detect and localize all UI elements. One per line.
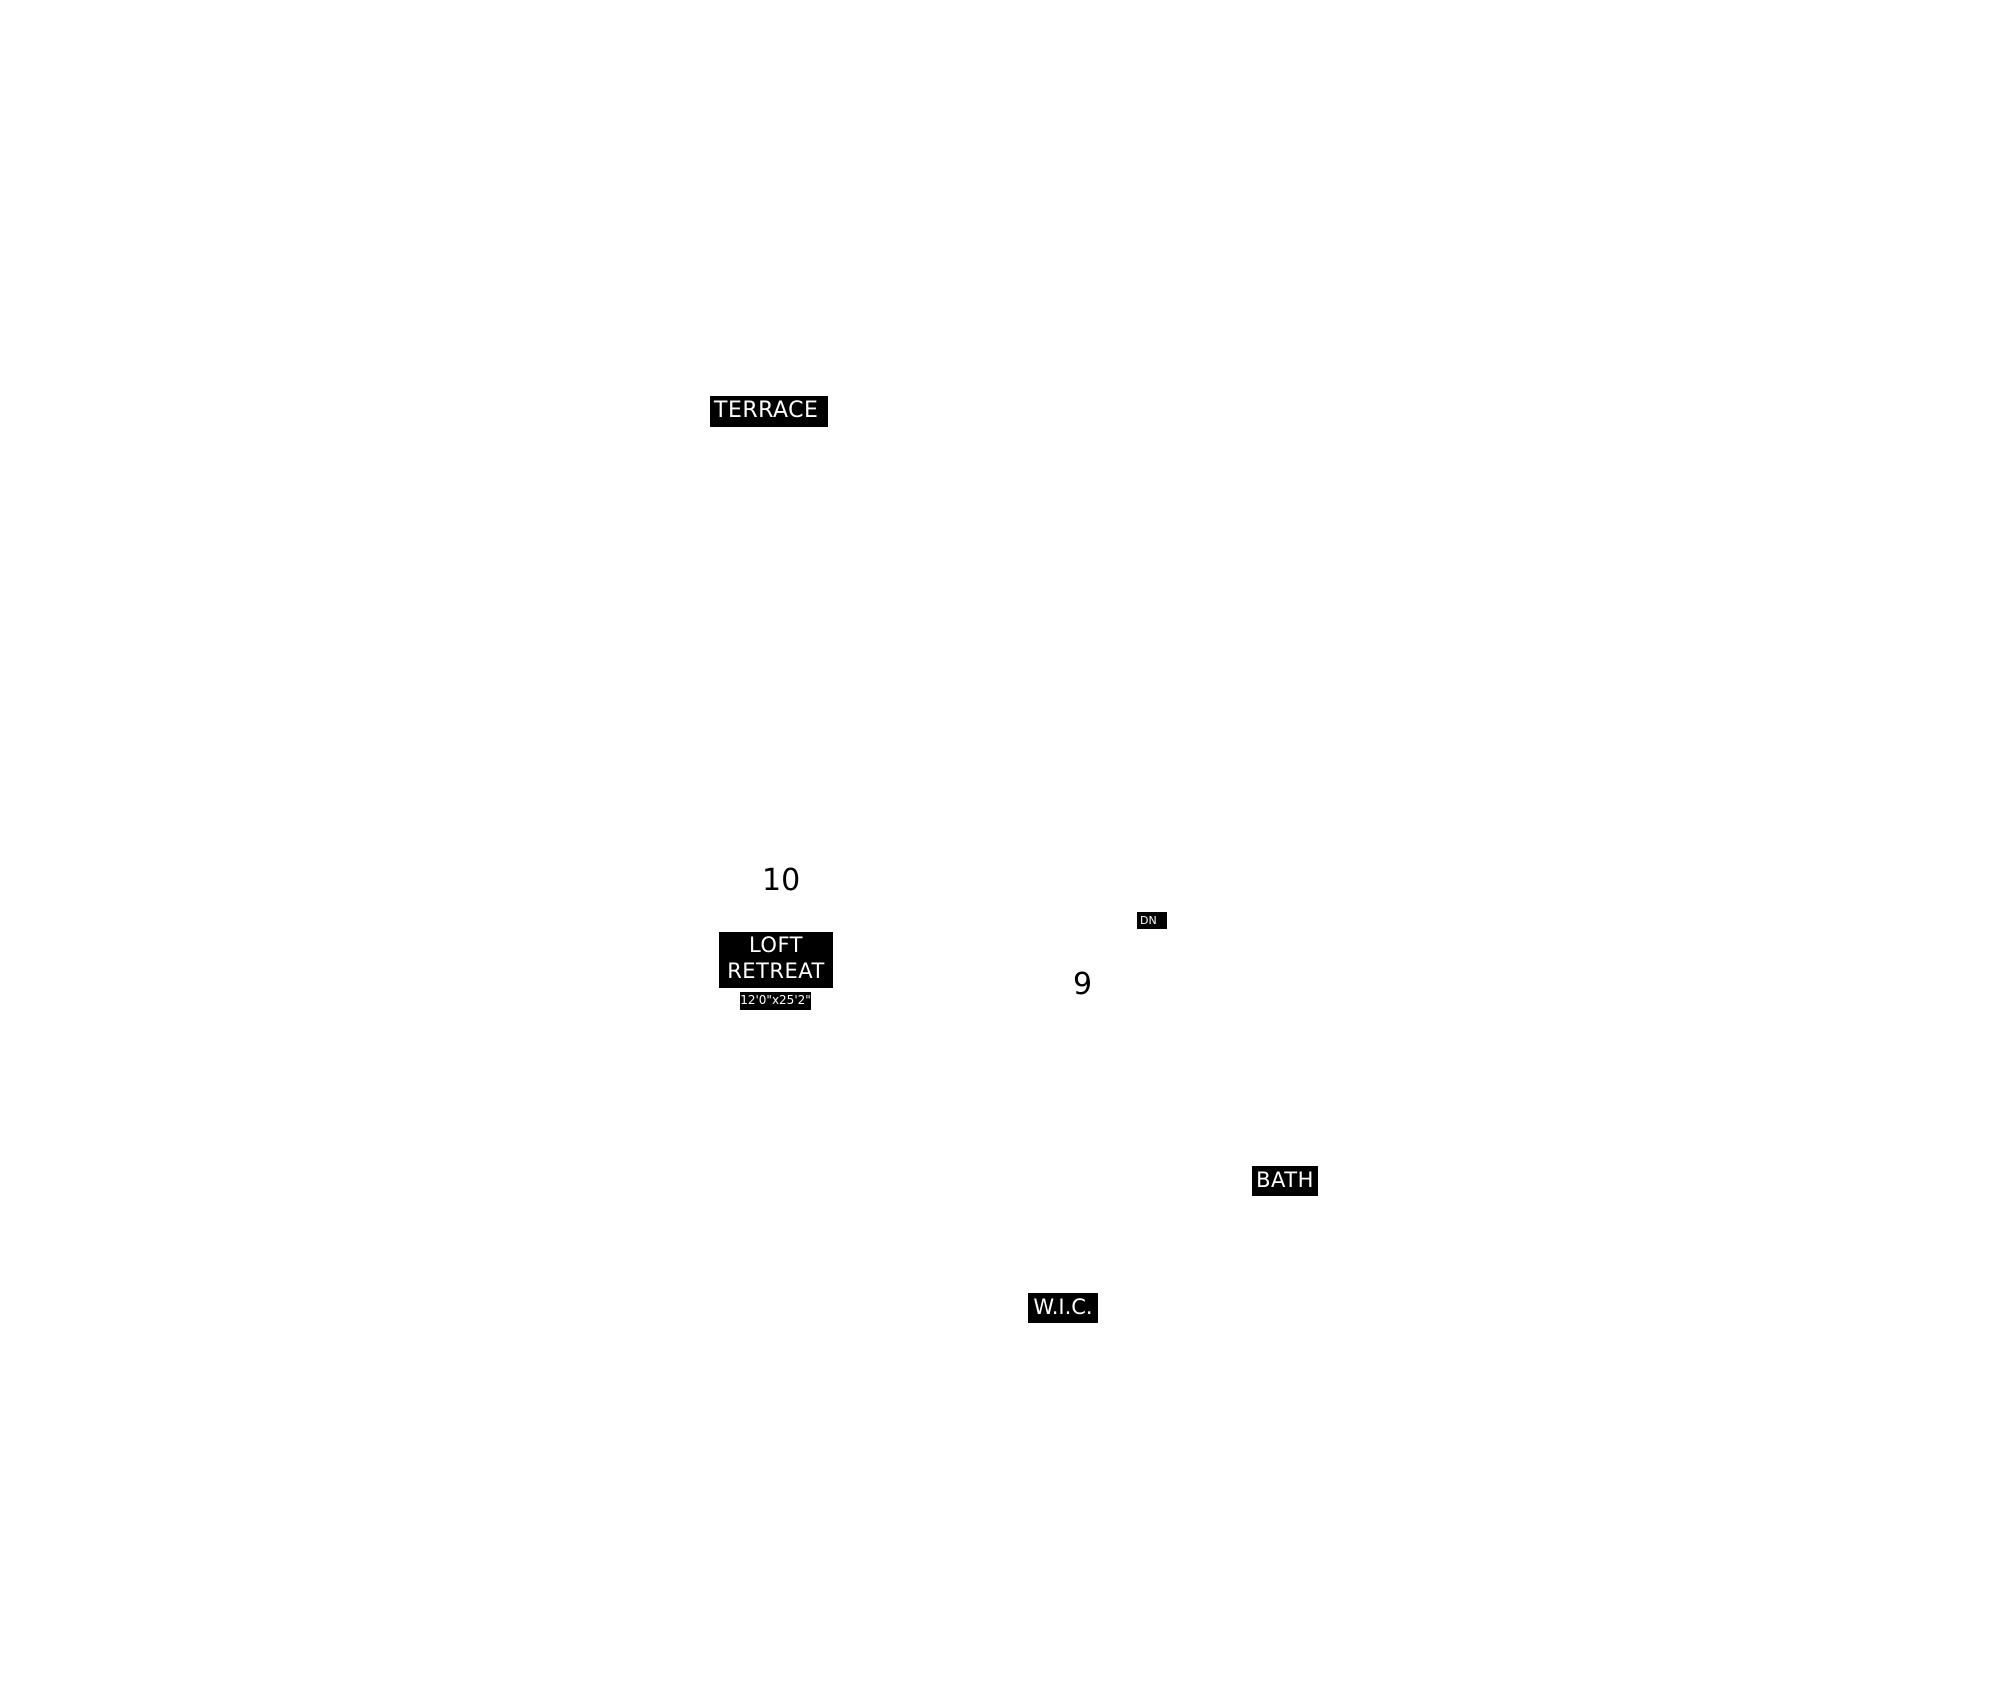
terrace-room-label: TERRACE xyxy=(710,396,828,427)
loft-retreat-dimensions: 12'0"x25'2" xyxy=(740,992,811,1010)
wic-room-label: W.I.C. xyxy=(1028,1293,1098,1323)
loft-retreat-room-label: LOFT RETREAT xyxy=(719,932,833,988)
bath-room-name: BATH xyxy=(1256,1168,1314,1192)
bath-room-label: BATH xyxy=(1252,1166,1318,1196)
room-number-loft: 10 xyxy=(762,863,801,898)
stair-down-label: DN xyxy=(1137,912,1167,929)
loft-retreat-name-line1: LOFT xyxy=(748,933,804,957)
terrace-room-name: TERRACE xyxy=(714,398,819,423)
loft-retreat-name-line2: RETREAT xyxy=(727,959,825,983)
wic-room-name: W.I.C. xyxy=(1033,1295,1093,1319)
room-number-stair-area: 9 xyxy=(1073,967,1093,1002)
